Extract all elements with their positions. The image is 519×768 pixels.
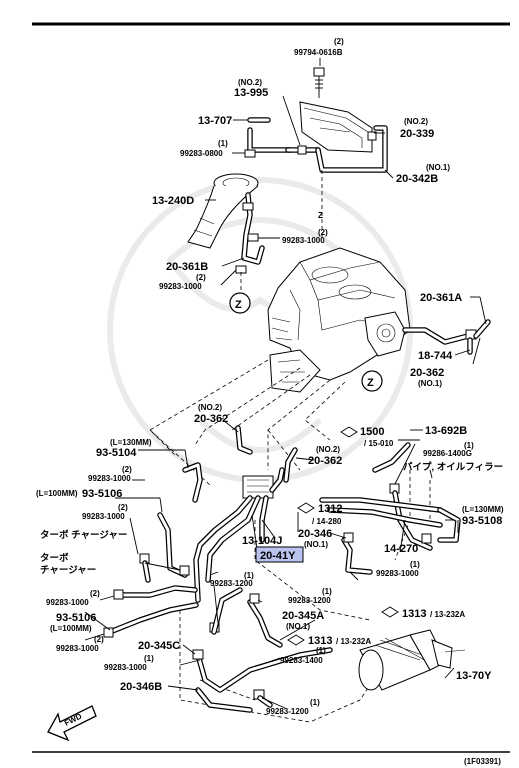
lbl-23[interactable]: 99283-1000: [82, 512, 125, 521]
lbl-32-qty: (1): [410, 560, 420, 569]
lbl-22[interactable]: 93-5106: [82, 488, 122, 500]
lbl-43[interactable]: 99283-1400: [280, 656, 323, 665]
lbl-40[interactable]: 99283-1000: [56, 644, 99, 653]
lbl-15b: / 15-010: [364, 439, 394, 448]
lbl-02-qty: (NO.2): [238, 78, 262, 87]
lbl-25-qty: (L=130MM): [462, 505, 504, 514]
lbl-24b: / 14-280: [312, 517, 342, 526]
lbl-36-qty: (1): [322, 587, 332, 596]
starter-13-70Y: [358, 629, 466, 691]
ref-circle-z-upper: [229, 292, 251, 314]
lbl-07[interactable]: 13-240D: [152, 195, 194, 207]
lbl-29-qty: (NO.1): [304, 540, 328, 549]
lbl-06-qty: (NO.1): [426, 163, 450, 172]
lbl-40-qty: (2): [94, 635, 104, 644]
lbl-20-qty: (NO.2): [316, 445, 340, 454]
lbl-08[interactable]: 99283-1000: [282, 236, 325, 245]
diagram-ref: (1F03391): [464, 757, 501, 766]
lbl-08-qty: (2): [318, 228, 328, 237]
lbl-28[interactable]: 13-104J: [242, 535, 282, 547]
pipe-assembly-20-41Y: [193, 467, 285, 603]
lbl-15[interactable]: 1500: [360, 426, 384, 438]
lbl-43-qty: (1): [316, 646, 326, 655]
lbl-39[interactable]: 1313: [308, 635, 332, 647]
lbl-31[interactable]: 14-270: [384, 543, 418, 555]
lbl-04[interactable]: 99283-0800: [180, 149, 223, 158]
lbl-17-qty: (1): [464, 441, 474, 450]
lbl-30[interactable]: 20-41Y: [260, 550, 296, 562]
fwd-arrow-icon: FWD: [47, 705, 97, 742]
lbl-01[interactable]: 99794-0616B: [294, 48, 343, 57]
lbl-26: ターボ チャージャー: [40, 529, 127, 541]
lbl-05-qty: (NO.2): [404, 117, 428, 126]
lbl-45[interactable]: 13-70Y: [456, 670, 492, 682]
lbl-46-qty: (1): [310, 698, 320, 707]
lbl-10-qty: (2): [196, 273, 206, 282]
bolt-99794: [313, 67, 325, 98]
leader-lines: [84, 58, 487, 709]
lbl-46[interactable]: 99283-1200: [266, 707, 309, 716]
book-icon-1313-b: [287, 634, 305, 646]
lbl-23-qty: (2): [118, 503, 128, 512]
book-icon-1500: [340, 426, 358, 438]
lbl-27b: チャージャー: [40, 565, 96, 576]
lbl-02[interactable]: 13-995: [234, 87, 268, 99]
ref-circle-z-lower: [361, 370, 383, 392]
lbl-14[interactable]: 20-362: [194, 413, 228, 425]
lbl-37-qty: (NO.1): [286, 622, 310, 631]
lbl-25[interactable]: 93-5108: [462, 515, 502, 527]
lbl-44[interactable]: 20-346B: [120, 681, 162, 693]
z2-label: Z: [367, 377, 374, 389]
lbl-27: ターボ: [40, 552, 69, 564]
lbl-16[interactable]: 13-692B: [425, 425, 467, 437]
lbl-19-qty: (L=130MM): [110, 438, 152, 447]
lbl-01-qty: (2): [334, 37, 344, 46]
lbl-14-qty: (NO.2): [198, 403, 222, 412]
lbl-24[interactable]: 1312: [318, 503, 342, 515]
lbl-39b: / 13-232A: [336, 637, 371, 646]
lbl-12[interactable]: 18-744: [418, 350, 453, 362]
lbl-35[interactable]: 99283-1200: [210, 579, 253, 588]
lbl-09[interactable]: 20-361B: [166, 261, 208, 273]
lbl-37[interactable]: 20-345A: [282, 610, 324, 622]
lbl-22-qty: (L=100MM): [36, 489, 78, 498]
lbl-13-qty: (NO.1): [418, 379, 442, 388]
book-icon-1313-a: [381, 606, 399, 618]
lbl-42-qty: (1): [144, 654, 154, 663]
lbl-13[interactable]: 20-362: [410, 367, 444, 379]
separator-20-339: [299, 101, 377, 153]
svg-text:Z: Z: [318, 211, 323, 220]
lbl-38[interactable]: 1313: [402, 608, 426, 620]
lbl-42[interactable]: 99283-1000: [104, 663, 147, 672]
lbl-10[interactable]: 99283-1000: [159, 282, 202, 291]
lbl-19[interactable]: 93-5104: [96, 447, 137, 459]
lbl-05[interactable]: 20-339: [400, 128, 434, 140]
lbl-17[interactable]: 99286-1400G: [423, 449, 472, 458]
lbl-06[interactable]: 20-342B: [396, 173, 438, 185]
lbl-33[interactable]: 99283-1000: [46, 598, 89, 607]
lbl-03[interactable]: 13-707: [198, 115, 232, 127]
lbl-33-qty: (2): [90, 589, 100, 598]
lbl-18: パイプ, オイルフィラー: [403, 461, 503, 473]
lbl-20[interactable]: 20-362: [308, 455, 342, 467]
lbl-34-qty: (L=100MM): [50, 624, 92, 633]
lbl-38b: / 13-232A: [430, 610, 465, 619]
z1-label: Z: [235, 299, 242, 311]
lbl-21-qty: (2): [122, 465, 132, 474]
lbl-36[interactable]: 99283-1200: [288, 596, 331, 605]
lbl-32[interactable]: 99283-1000: [376, 569, 419, 578]
engine-block: [267, 247, 411, 393]
labels: (2) 99794-0616B (NO.2) 13-995 13-707 (1)…: [36, 37, 504, 766]
lbl-11[interactable]: 20-361A: [420, 292, 462, 304]
lbl-29[interactable]: 20-346: [298, 528, 332, 540]
duct-13-240D: [187, 173, 259, 249]
lbl-35-qty: (1): [244, 571, 254, 580]
highlight-20-41Y[interactable]: [255, 546, 304, 563]
lbl-34[interactable]: 93-5106: [56, 612, 96, 624]
book-icon-1312: [297, 502, 315, 514]
lbl-21[interactable]: 99283-1000: [88, 474, 131, 483]
lbl-41[interactable]: 20-345C: [138, 640, 180, 652]
lbl-04-qty: (1): [218, 139, 228, 148]
